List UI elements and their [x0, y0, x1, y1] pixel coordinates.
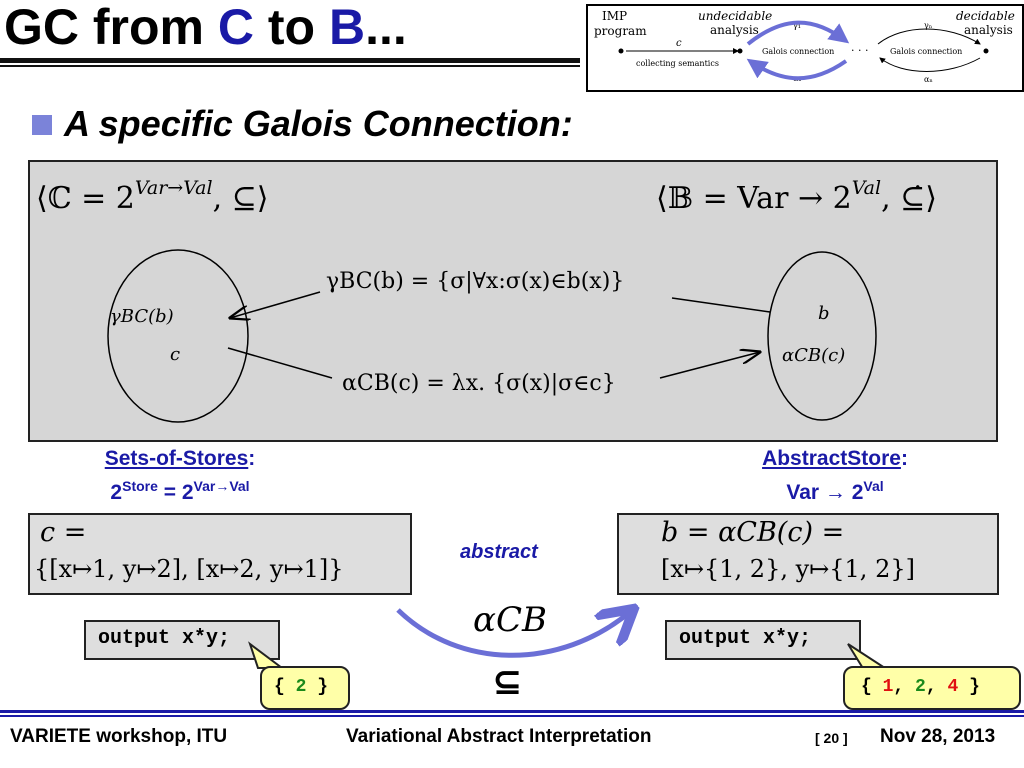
alpha-cb-label: αCB — [473, 600, 547, 640]
sets-of-stores-formula: 2Store = 2Var→Val — [110, 478, 250, 504]
thumb-gc1: Galois connection — [762, 47, 834, 56]
footer-rule — [0, 710, 1024, 713]
bullet-text: A specific Galois Connection: — [64, 103, 573, 144]
left-result-bubble: { 2 } — [260, 666, 350, 710]
thumb-c: c — [676, 38, 682, 49]
thumb-collecting: collecting semantics — [636, 59, 719, 68]
alpha-arrow — [659, 352, 760, 379]
thumb-analysis-2: analysis — [964, 23, 1013, 37]
right-result-value-1: 1 — [882, 677, 894, 697]
abstract-store-formula: Var → 2Val — [786, 478, 884, 504]
left-code-text: output x*y; — [98, 627, 231, 650]
thumb-dots: · · · — [851, 44, 868, 57]
abstraction-arrow-path — [396, 610, 630, 658]
alpha-definition: αCB(c) = λx. {σ(x)|σ∈c} — [342, 371, 616, 396]
bullet-square-icon — [32, 115, 52, 135]
left-bottom-label: c — [170, 344, 180, 365]
thumb-gamman: γₙ — [924, 21, 933, 30]
abstract-store-label: AbstractStore: — [762, 447, 908, 470]
abstract-value-line2: [x↦{1, 2}, y↦{1, 2}] — [661, 555, 915, 583]
footer-venue: VARIETE workshop, ITU — [10, 726, 228, 747]
title-c: C — [217, 0, 255, 55]
thumb-program: program — [594, 24, 647, 38]
footer-page-number: [ 20 ] — [815, 730, 848, 746]
right-result-value-3: 4 — [947, 677, 959, 697]
thumb-alphan: αₙ — [924, 75, 933, 84]
right-code-text: output x*y; — [679, 627, 812, 650]
thumb-gamma-arrow — [746, 20, 850, 46]
right-result-bubble: { 1, 2, 4 } — [843, 666, 1021, 710]
left-code-box: output x*y; — [84, 620, 280, 660]
footer-talk-title: Variational Abstract Interpretation — [346, 726, 652, 747]
abstract-ellipse — [767, 251, 877, 421]
abstract-value-box: b = αCB(c) = [x↦{1, 2}, y↦{1, 2}] — [617, 513, 999, 595]
abstract-caption: abstract — [460, 541, 538, 563]
gamma-line-right — [671, 297, 771, 313]
gamma-arrow — [230, 291, 321, 318]
thumb-undecidable: undecidable — [698, 9, 772, 23]
footer-rule-thin — [0, 715, 1024, 717]
concrete-value-box: c = {[x↦1, y↦2], [x↦2, y↦1]} — [28, 513, 412, 595]
overview-thumbnail: IMP program c collecting semantics undec… — [586, 4, 1024, 92]
thumb-alphan-arrow — [879, 57, 981, 72]
title-prefix: GC from — [4, 0, 218, 55]
abstraction-arrow — [396, 590, 650, 658]
left-top-label: γBC(b) — [110, 306, 174, 327]
subseteq-symbol: ⊆ — [492, 662, 523, 703]
right-result-value-2: 2 — [915, 677, 926, 697]
thumb-gcn: Galois connection — [890, 47, 962, 56]
galois-diagram: ⟨ℂ = 2Var→Val, ⊆⟩ ⟨𝔹 = Var → 2Val, ⊆̇⟩ γ… — [28, 160, 998, 442]
right-top-label: b — [818, 303, 830, 324]
title-underline — [0, 58, 580, 63]
slide-title: GC from C to B... — [0, 0, 580, 67]
concrete-ellipse — [107, 249, 249, 423]
right-bottom-label: αCB(c) — [782, 345, 845, 366]
right-lattice: ⟨𝔹 = Var → 2Val, ⊆̇⟩ — [656, 177, 937, 216]
title-underline-thin — [0, 65, 580, 67]
thumb-node-decidable — [983, 48, 989, 54]
thumb-analysis-1: analysis — [710, 23, 759, 37]
thumb-gamma1: γ₁ — [793, 21, 801, 30]
abstract-value-line1: b = αCB(c) = — [661, 517, 845, 548]
title-b: B — [329, 0, 366, 55]
sets-of-stores-label: Sets-of-Stores: — [104, 447, 256, 470]
thumb-imp: IMP — [602, 9, 627, 23]
thumb-alpha-arrow — [746, 58, 848, 81]
thumb-decidable: decidable — [956, 9, 1015, 23]
alpha-line-left — [227, 347, 333, 379]
thumb-node-collecting — [737, 48, 743, 54]
left-lattice: ⟨ℂ = 2Var→Val, ⊆⟩ — [36, 177, 269, 216]
concrete-value-line2: {[x↦1, y↦2], [x↦2, y↦1]} — [34, 555, 344, 583]
concrete-value-line1: c = — [40, 517, 87, 548]
left-result-value: 2 — [295, 677, 307, 697]
thumb-node-program — [618, 48, 624, 54]
title-mid: to — [254, 0, 329, 55]
gamma-definition: γBC(b) = {σ|∀x:σ(x)∈b(x)} — [326, 269, 624, 294]
thumb-gamman-arrow — [877, 28, 981, 45]
footer-date: Nov 28, 2013 — [880, 726, 996, 747]
title-suffix: ... — [365, 0, 407, 55]
right-code-box: output x*y; — [665, 620, 861, 660]
slide-footer: VARIETE workshop, ITU Variational Abstra… — [0, 710, 1024, 768]
